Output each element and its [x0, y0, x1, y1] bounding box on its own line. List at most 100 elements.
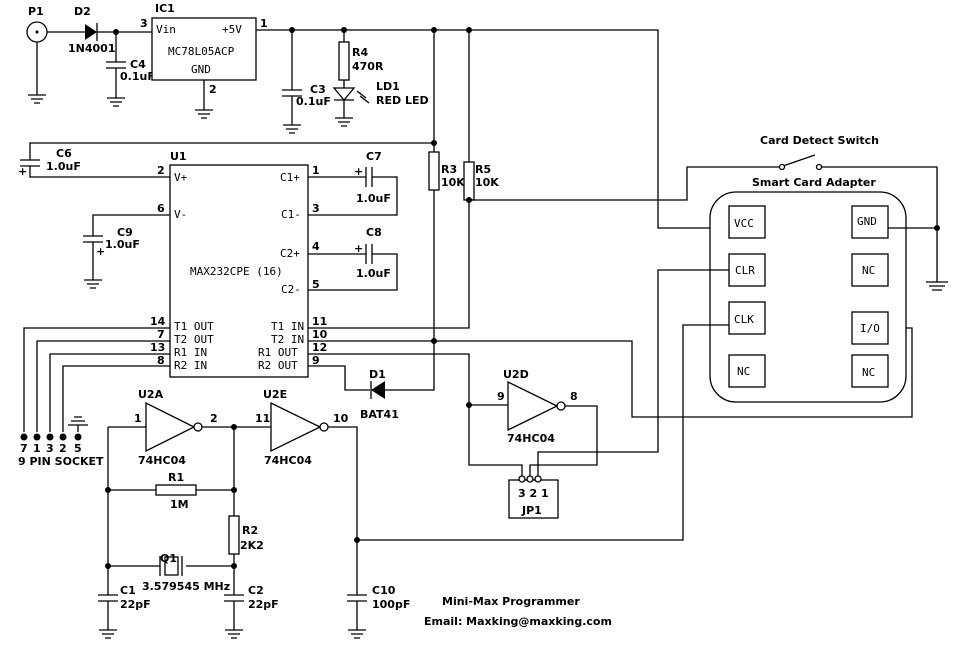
c7-ref: C7 [366, 150, 382, 163]
ld1-ref: LD1 [376, 80, 400, 93]
diode-d2 [85, 23, 98, 41]
capacitor-c8 [308, 244, 398, 291]
c10-value: 100pF [372, 598, 410, 611]
adapter-gnd-pad [851, 205, 889, 239]
u1-vplus-label: V+ [174, 171, 188, 184]
r3-ref: R3 [441, 163, 457, 176]
ground-symbol [28, 94, 46, 104]
socket-section: 7 1 3 2 5 9 PIN SOCKET [18, 327, 170, 468]
adapter-nc1-pad [851, 253, 889, 287]
max232-section: U1 MAX232CPE (16) V+ V- T1 OUT T2 OUT R1… [18, 30, 913, 421]
u2a-in: 1 [134, 412, 142, 425]
u2e-ref: U2E [263, 388, 287, 401]
socket-pin-3: 3 [46, 442, 54, 455]
adapter-vcc-pad [728, 205, 766, 239]
power-supply-section: P1 D2 1N4001 C4 0.1uF IC1 3 1 Vin +5V MC… [26, 2, 729, 229]
inverter-u2d [507, 380, 559, 432]
c8-value: 1.0uF [356, 267, 391, 280]
r3-value: 10K [441, 176, 465, 189]
capacitor-c2 [224, 594, 244, 630]
vcc-rail [256, 29, 729, 229]
u1-pin-1: 1 [312, 164, 320, 177]
u1-r1out-label: R1 OUT [258, 346, 298, 359]
u1-pin-11: 11 [312, 315, 327, 328]
u1-pin-12: 12 [312, 341, 327, 354]
adapter-nc2-pad [728, 354, 766, 388]
socket-pin-5: 5 [74, 442, 82, 455]
u1-pin-10: 10 [312, 328, 328, 341]
ic1-5v-label: +5V [222, 23, 242, 36]
capacitor-c10 [347, 594, 367, 630]
adapter-nc3-label: NC [862, 366, 875, 379]
u1-t2in-label: T2 IN [271, 333, 304, 346]
r5-value: 10K [475, 176, 499, 189]
u1-t1in-label: T1 IN [271, 320, 304, 333]
r5-ref: R5 [475, 163, 491, 176]
card-detect-switch-label: Card Detect Switch [760, 134, 879, 147]
r2-value: 2K2 [240, 539, 264, 552]
capacitor-c9 [83, 214, 170, 280]
u1-vminus-label: V- [174, 208, 187, 221]
u2e-in: 11 [255, 412, 270, 425]
capacitor-c1 [98, 594, 118, 630]
resistor-r2 [228, 515, 240, 555]
u1-pin-8: 8 [157, 354, 165, 367]
ic1-ref: IC1 [155, 2, 175, 15]
c7-value: 1.0uF [356, 192, 391, 205]
u2d-ref: U2D [503, 368, 529, 381]
resistor-r1 [155, 484, 197, 496]
adapter-vcc-label: VCC [734, 217, 754, 230]
capacitor-c3 [282, 30, 302, 125]
socket-pin-1: 1 [33, 442, 41, 455]
u1-c2p-label: C2+ [280, 247, 300, 260]
u1-max232-box [169, 164, 309, 378]
u1-c1p-label: C1+ [280, 171, 300, 184]
u2a-part: 74HC04 [138, 454, 186, 467]
oscillator-section: U2A 1 2 74HC04 U2E 11 10 74HC04 R1 1M R2… [98, 388, 410, 639]
socket-pin-2: 2 [59, 442, 67, 455]
u2a-ref: U2A [138, 388, 164, 401]
adapter-gnd-label: GND [857, 215, 877, 228]
jp1-ref: JP1 [521, 504, 542, 517]
u1-r1in-label: R1 IN [174, 346, 207, 359]
u1-t2out-label: T2 OUT [174, 333, 214, 346]
u1-pin-2: 2 [157, 164, 165, 177]
u1-pin-5: 5 [312, 278, 320, 291]
u2e-part: 74HC04 [264, 454, 312, 467]
u1-pin-13: 13 [150, 341, 165, 354]
q1-ref: Q1 [160, 552, 177, 565]
c9-ref: C9 [117, 226, 133, 239]
led-ld1 [332, 87, 370, 118]
c10-ref: C10 [372, 584, 396, 597]
r1-value: 1M [170, 498, 189, 511]
c6-ref: C6 [56, 147, 72, 160]
d1-ref: D1 [369, 368, 386, 381]
inverter-u2a [145, 401, 196, 453]
r4-ref: R4 [352, 46, 368, 59]
u1-part: MAX232CPE (16) [190, 265, 283, 278]
d2-value: 1N4001 [68, 42, 115, 55]
c4-ref: C4 [130, 58, 146, 71]
resistor-r3 [428, 151, 440, 191]
ld1-value: RED LED [376, 94, 429, 107]
ic1-pin1: 1 [260, 17, 268, 30]
u1-pin-7: 7 [157, 328, 165, 341]
crystal-q1 [108, 556, 234, 576]
socket-pin-7: 7 [20, 442, 28, 455]
u1-t1out-label: T1 OUT [174, 320, 214, 333]
c1-value: 22pF [120, 598, 151, 611]
ic1-gnd-label: GND [191, 63, 211, 76]
r2-ref: R2 [242, 524, 258, 537]
p1-ref: P1 [28, 5, 44, 18]
u2d-part: 74HC04 [507, 432, 555, 445]
ic1-part: MC78L05ACP [168, 45, 235, 58]
u1-pin-4: 4 [312, 240, 320, 253]
socket-label: 9 PIN SOCKET [18, 455, 104, 468]
ic1-regulator-box [151, 17, 257, 81]
diode-d1 [370, 381, 385, 399]
footer-title: Mini-Max Programmer [442, 595, 580, 608]
adapter-label: Smart Card Adapter [752, 176, 876, 189]
ic1-pin3: 3 [140, 17, 148, 30]
q1-value: 3.579545 MHz [142, 580, 230, 593]
